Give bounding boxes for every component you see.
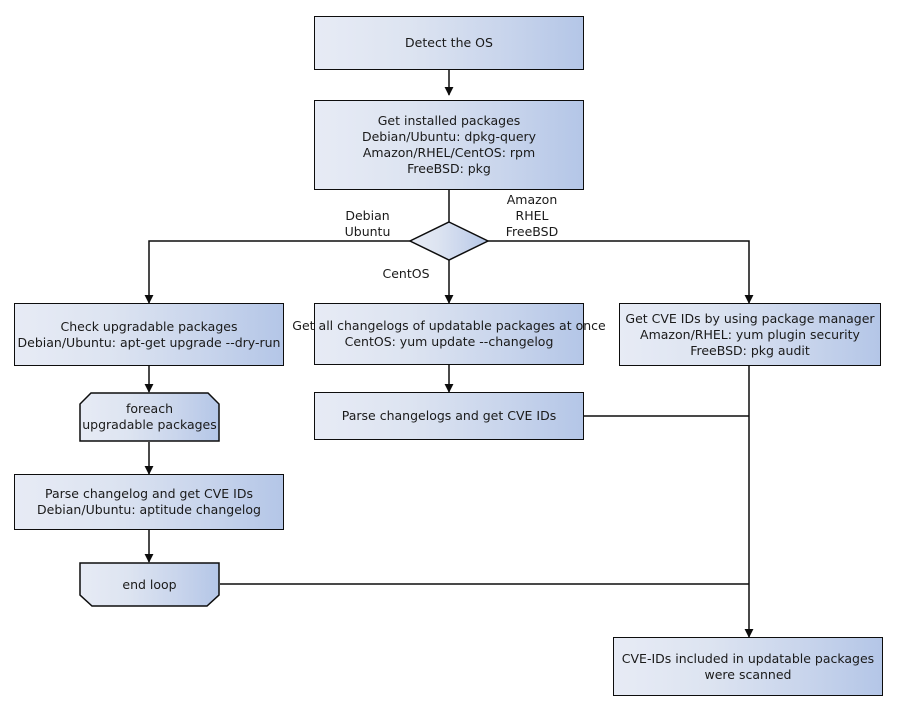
edge-label-debian-ubuntu: Debian Ubuntu [344, 208, 391, 239]
loop-start-shape [79, 392, 220, 442]
node-parse-changelogs-get-cve-ids[interactable]: Parse changelogs and get CVE IDs [314, 392, 584, 440]
node-foreach-upgradable-packages-label: foreach upgradable packages [82, 401, 217, 432]
node-get-installed-packages-label: Get installed packages Debian/Ubuntu: dp… [361, 113, 537, 176]
edge-label-amazon-rhel-freebsd: Amazon RHEL FreeBSD [505, 192, 559, 239]
decision-diamond-os [408, 221, 490, 261]
node-get-all-changelogs[interactable]: Get all changelogs of updatable packages… [292, 303, 606, 365]
node-cve-ids-scanned[interactable]: CVE-IDs included in updatable packages w… [613, 637, 883, 696]
node-cve-ids-scanned-label: CVE-IDs included in updatable packages w… [621, 650, 875, 682]
node-get-installed-packages[interactable]: Get installed packages Debian/Ubuntu: dp… [314, 100, 584, 190]
loop-end-shape [79, 562, 220, 607]
connector-decision-to-check-upgradable [144, 240, 410, 304]
node-parse-changelog-get-cve-ids-label: Parse changelog and get CVE IDs Debian/U… [37, 486, 261, 517]
node-detect-os-label: Detect the OS [405, 35, 493, 50]
node-get-all-changelogs-label: Get all changelogs of updatable packages… [292, 318, 606, 349]
node-parse-changelog-get-cve-ids[interactable]: Parse changelog and get CVE IDs Debian/U… [14, 474, 284, 530]
node-foreach-upgradable-packages[interactable]: foreach upgradable packages [79, 392, 220, 442]
node-get-cve-ids-package-manager[interactable]: Get CVE IDs by using package manager Ama… [619, 303, 881, 366]
node-end-loop-label: end loop [122, 576, 177, 592]
node-check-upgradable-packages-label: Check upgradable packages Debian/Ubuntu:… [17, 318, 281, 350]
node-get-cve-ids-package-manager-label: Get CVE IDs by using package manager Ama… [625, 310, 875, 358]
node-parse-changelogs-get-cve-ids-label: Parse changelogs and get CVE IDs [341, 408, 557, 423]
node-check-upgradable-packages[interactable]: Check upgradable packages Debian/Ubuntu:… [14, 303, 284, 366]
edge-label-centos: CentOS [382, 266, 430, 281]
node-end-loop[interactable]: end loop [79, 562, 220, 607]
connector-decision-to-get-cve-pm [488, 240, 754, 304]
node-detect-os[interactable]: Detect the OS [314, 16, 584, 70]
